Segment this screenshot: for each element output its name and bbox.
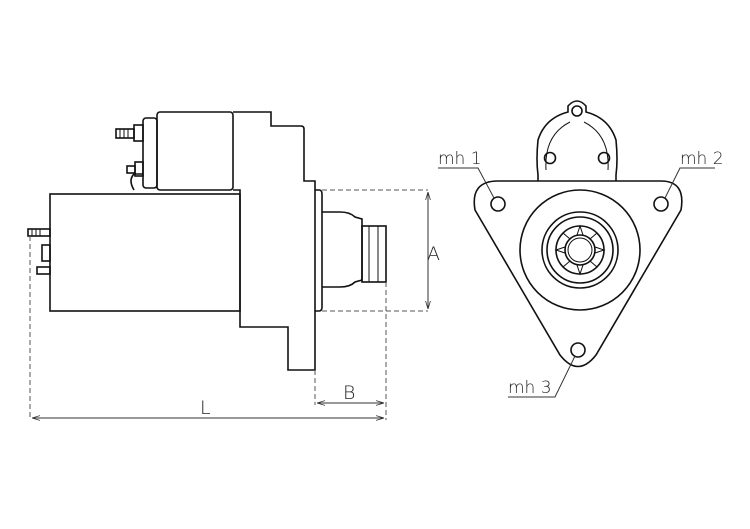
rear-studs [27,228,51,275]
motor-body [49,193,241,312]
mounting-flange [473,180,683,368]
mh1-leader [438,167,495,199]
mh2-label: mh 2 [680,149,724,169]
mh3-label: mh 3 [508,378,552,398]
dimension-l-label: L [200,397,211,419]
dimension-a-label: A [427,243,440,265]
wire [130,173,143,191]
front-view: mh 1 mh 2 mh 3 [438,100,724,398]
terminal-bracket [536,100,618,181]
terminal-stud-upper [115,124,144,142]
nose [322,211,363,288]
side-view: A B L [27,111,440,420]
drive-housing [233,111,316,371]
mounting-hole-1 [490,196,506,212]
terminal-stud-lower [126,161,144,177]
mh1-label: mh 1 [438,149,482,169]
solenoid-cap [142,117,158,189]
pinion [361,225,387,283]
mh2-leader [664,167,715,199]
flange [315,189,323,312]
dimension-b-label: B [343,382,355,404]
mounting-hole-2 [653,196,669,212]
mounting-hole-3 [570,342,586,358]
solenoid [156,111,234,191]
mh3-leader [508,355,576,398]
